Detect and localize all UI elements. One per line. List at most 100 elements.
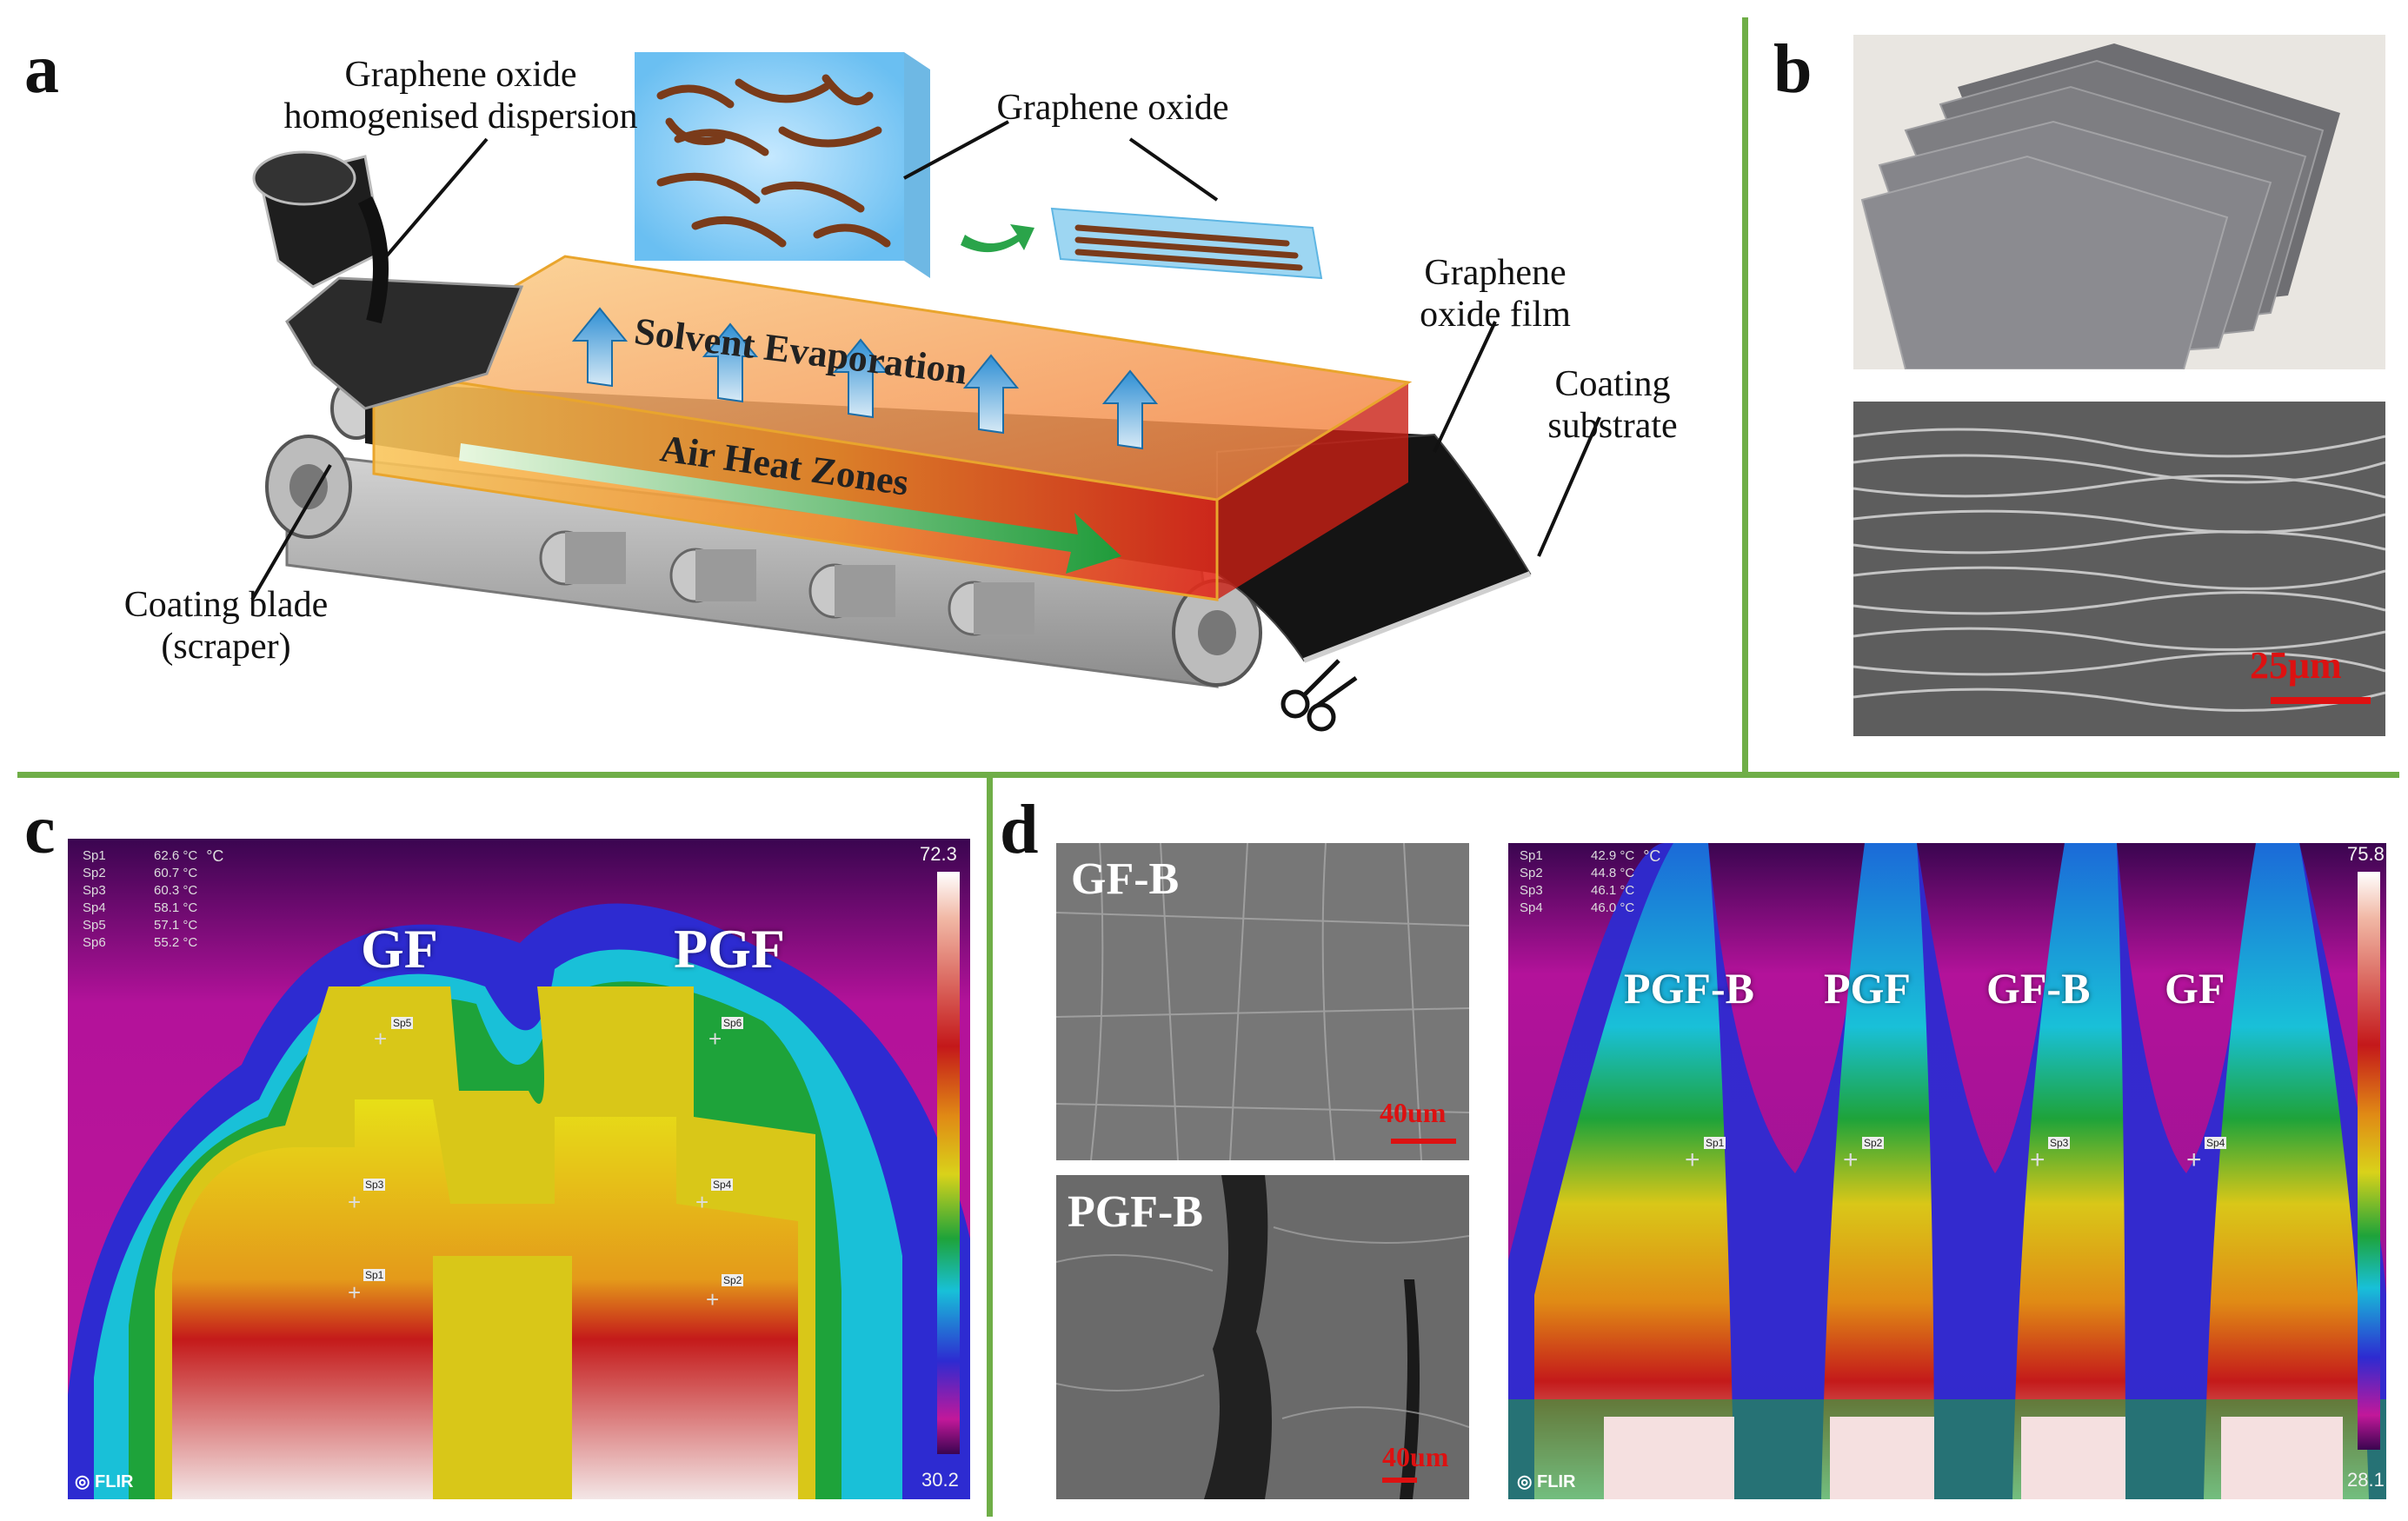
flow-arrow <box>459 443 1121 574</box>
colorbar-max-c: 72.3 <box>920 843 957 865</box>
divider-vertical-bottom <box>987 778 993 1517</box>
label-gf-d: GF <box>2165 964 2225 1013</box>
label-coating-substrate: Coating substrate <box>1504 363 1721 447</box>
spot-temp: 46.0 °C <box>1591 900 1635 915</box>
sem-gf-b <box>1056 843 1469 1160</box>
label-coating-substrate-line2: substrate <box>1547 406 1678 446</box>
evaporation-arrows <box>571 307 1159 450</box>
label-pgf-c: PGF <box>674 918 785 980</box>
flir-logo-c: ◎ FLIR <box>75 1472 134 1491</box>
marker-sp6: + <box>708 1026 722 1052</box>
go-flakes-stacked <box>1074 224 1303 271</box>
spot-row: Sp5 57.1 °C <box>83 917 223 934</box>
panel-letter-d: d <box>1000 792 1039 868</box>
marker-label: Sp3 <box>363 1179 386 1191</box>
divider-vertical-top <box>1742 17 1748 774</box>
thermal-c-svg <box>68 839 970 1499</box>
label-coating-substrate-line1: Coating <box>1554 364 1671 404</box>
sem-gf-b-texture <box>1056 843 1469 1160</box>
spot-unit: °C <box>1643 847 1661 865</box>
sem-label-gf-b: GF-B <box>1071 854 1180 904</box>
spot-id: Sp2 <box>83 866 106 880</box>
label-dispersion-line1: Graphene oxide <box>344 55 577 95</box>
spot-id: Sp5 <box>83 918 106 933</box>
colorbar-max-d: 75.8 <box>2347 843 2385 865</box>
spot-row: Sp3 60.3 °C <box>83 882 223 900</box>
label-dispersion: Graphene oxide homogenised dispersion <box>235 54 687 137</box>
rollers <box>539 530 1034 636</box>
label-gf-c: GF <box>361 918 438 980</box>
spot-id: Sp3 <box>83 883 106 898</box>
spot-id: Sp1 <box>1520 848 1543 863</box>
marker-sp2: + <box>706 1286 720 1312</box>
spot-id: Sp6 <box>83 935 106 950</box>
coater-illustration <box>250 52 1601 732</box>
label-pgf-d: PGF <box>1824 964 1911 1013</box>
label-dispersion-line2: homogenised dispersion <box>283 96 638 136</box>
film-photo <box>1853 35 2385 369</box>
spot-temp: 55.2 °C <box>154 935 198 950</box>
spot-temp: 58.1 °C <box>154 900 198 915</box>
sem-layers <box>1853 402 2385 736</box>
spot-row: Sp1 42.9 °C °C <box>1520 847 1660 865</box>
marker-sp2-d: + <box>1843 1146 1859 1174</box>
colorbar-min-c: 30.2 <box>921 1469 959 1491</box>
flir-text-d: FLIR <box>1537 1472 1576 1491</box>
flir-text-c: FLIR <box>95 1472 134 1491</box>
label-coating-blade-line1: Coating blade <box>123 585 329 625</box>
marker-label: Sp6 <box>722 1017 744 1029</box>
spot-temp: 60.3 °C <box>154 883 198 898</box>
coating-blade <box>285 276 524 410</box>
spot-temp: 44.8 °C <box>1591 866 1635 880</box>
spot-id: Sp4 <box>83 900 106 915</box>
marker-label: Sp4 <box>711 1179 734 1191</box>
marker-sp5: + <box>374 1026 388 1052</box>
label-go-film-line1: Graphene <box>1424 253 1567 293</box>
marker-label: Sp3 <box>2048 1137 2071 1149</box>
thermal-image-c <box>68 839 970 1499</box>
sem-cross-section <box>1853 402 2385 736</box>
scale-bar-b: 25μm <box>2250 644 2342 687</box>
marker-label: Sp1 <box>1704 1137 1726 1149</box>
marker-label: Sp2 <box>722 1274 744 1286</box>
spot-temp: 62.6 °C <box>154 848 198 863</box>
scissors-icon <box>1280 659 1358 732</box>
spot-row: Sp4 46.0 °C <box>1520 900 1660 917</box>
scale-bar-d-top: 40um <box>1380 1097 1447 1128</box>
divider-horizontal <box>17 772 2399 778</box>
marker-sp1: + <box>348 1279 362 1305</box>
label-go-film-line2: oxide film <box>1420 295 1571 335</box>
heat-zone-top <box>374 256 1408 500</box>
spot-temp: 42.9 °C <box>1591 848 1635 863</box>
sem-pgf-b-texture <box>1056 1175 1469 1499</box>
sem-pgf-b <box>1056 1175 1469 1499</box>
spot-row: Sp6 55.2 °C <box>83 934 223 952</box>
leader-lines <box>250 120 1601 601</box>
spot-temp: 46.1 °C <box>1591 883 1635 898</box>
marker-sp4: + <box>695 1189 709 1215</box>
thermal-image-d <box>1508 843 2386 1499</box>
spot-temp: 57.1 °C <box>154 918 198 933</box>
label-coating-blade: Coating blade (scraper) <box>96 584 356 668</box>
marker-label: Sp2 <box>1862 1137 1885 1149</box>
label-coating-blade-line2: (scraper) <box>161 627 291 667</box>
sem-label-pgf-b: PGF-B <box>1068 1187 1203 1237</box>
spot-id: Sp1 <box>83 848 106 863</box>
right-roller <box>1172 579 1262 687</box>
panel-letter-c: c <box>24 792 56 868</box>
film-sheets <box>1860 43 2340 369</box>
colorbar-d <box>2358 872 2380 1450</box>
spot-id: Sp4 <box>1520 900 1543 915</box>
label-pgf-b-d: PGF-B <box>1624 964 1754 1013</box>
scale-bar-d-bottom: 40um <box>1382 1441 1449 1472</box>
marker-sp4-d: + <box>2186 1146 2202 1174</box>
spot-id: Sp3 <box>1520 883 1543 898</box>
heat-zone-side <box>1217 382 1408 600</box>
marker-label: Sp4 <box>2205 1137 2227 1149</box>
go-film-slab <box>1050 207 1323 280</box>
label-go-film: Graphene oxide film <box>1382 252 1608 335</box>
